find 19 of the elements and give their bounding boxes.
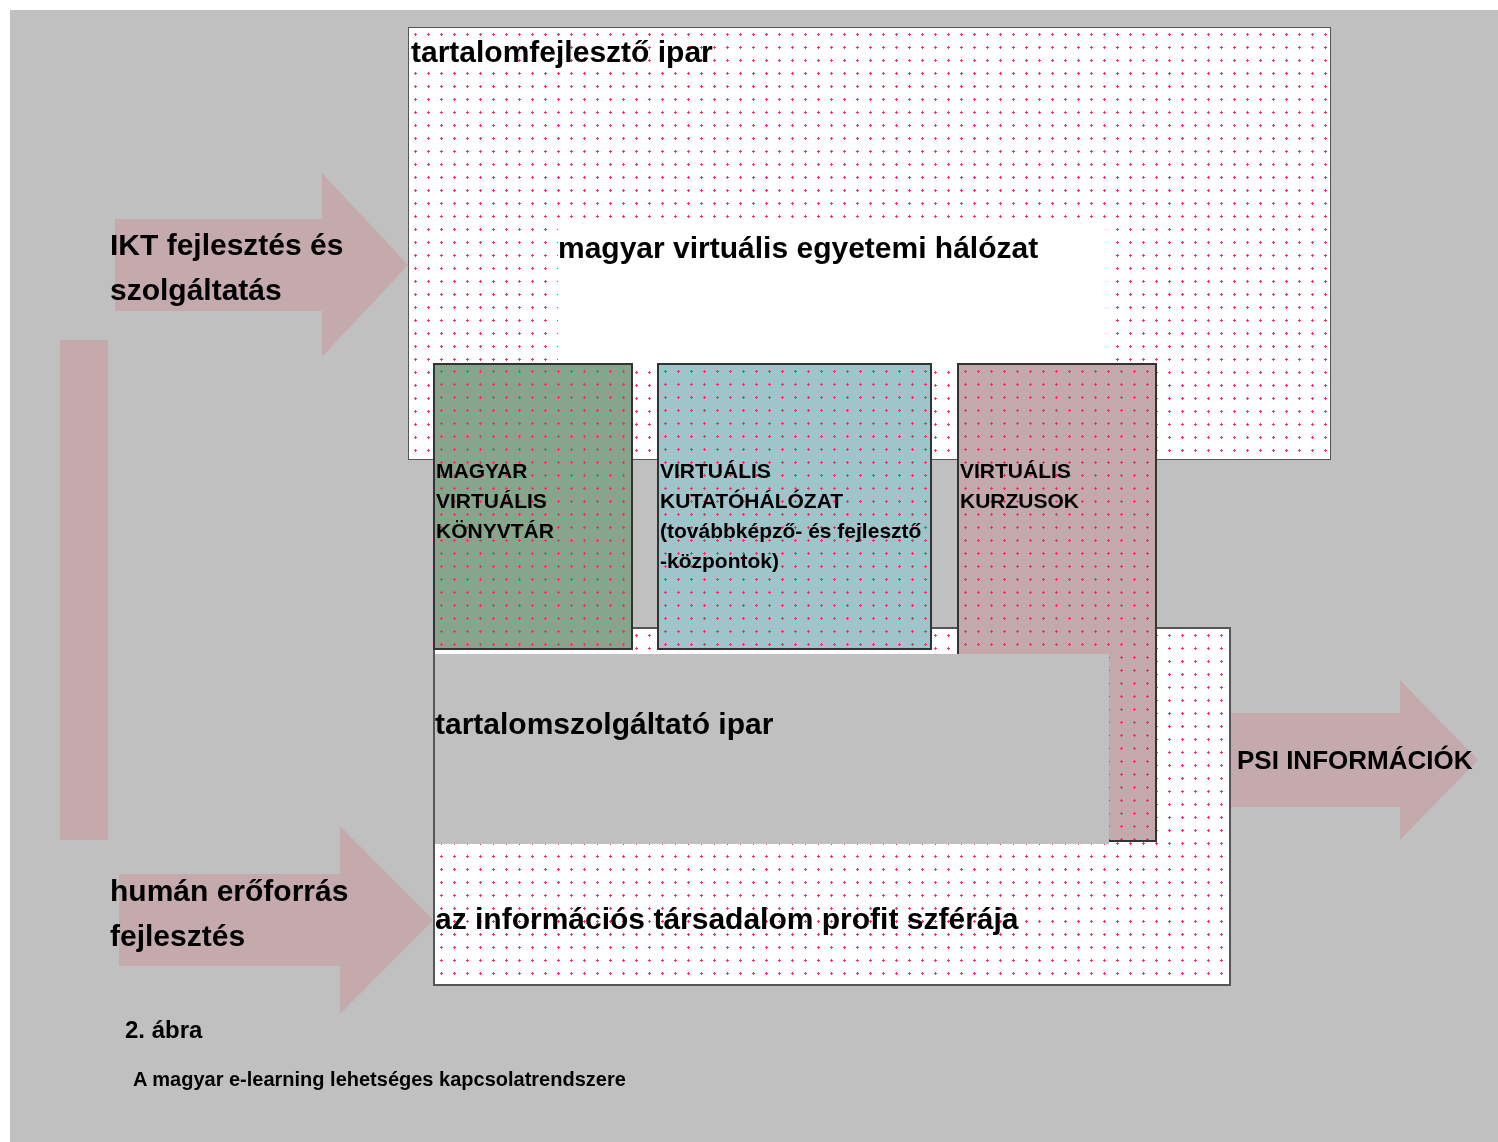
block-arrow [1231, 680, 1478, 840]
edge-label: PSI INFORMÁCIÓK [1237, 744, 1474, 777]
category-box [657, 363, 932, 650]
block-arrow [119, 826, 433, 1014]
block-arrow [115, 173, 408, 357]
node-label: MAGYAR VIRTUÁLIS KÖNYVTÁR [435, 458, 555, 544]
industry-box [435, 654, 1109, 844]
edge-label: humán erőforrás fejlesztés [110, 873, 350, 954]
node-label: VIRTUÁLIS KURZUSOK [959, 458, 1080, 514]
node-label: magyar virtuális egyetemi hálózat [558, 230, 1040, 266]
node-label: tartalomfejlesztő ipar [410, 34, 714, 70]
node-label: tartalomszolgáltató ipar [435, 706, 775, 742]
node-label: VIRTUÁLIS KUTATÓHÁLÓZAT (továbbképző- és fejlesztő -központok) [659, 458, 923, 574]
node-label: az információs társadalom profit szférája [435, 901, 1020, 937]
region-box [433, 627, 1231, 986]
figure-number: 2. ábra [125, 1015, 203, 1045]
category-box [433, 363, 633, 650]
caption: A magyar e-learning lehetséges kapcsolatrendszere [133, 1067, 626, 1092]
edge-label: IKT fejlesztés és szolgáltatás [110, 227, 345, 308]
